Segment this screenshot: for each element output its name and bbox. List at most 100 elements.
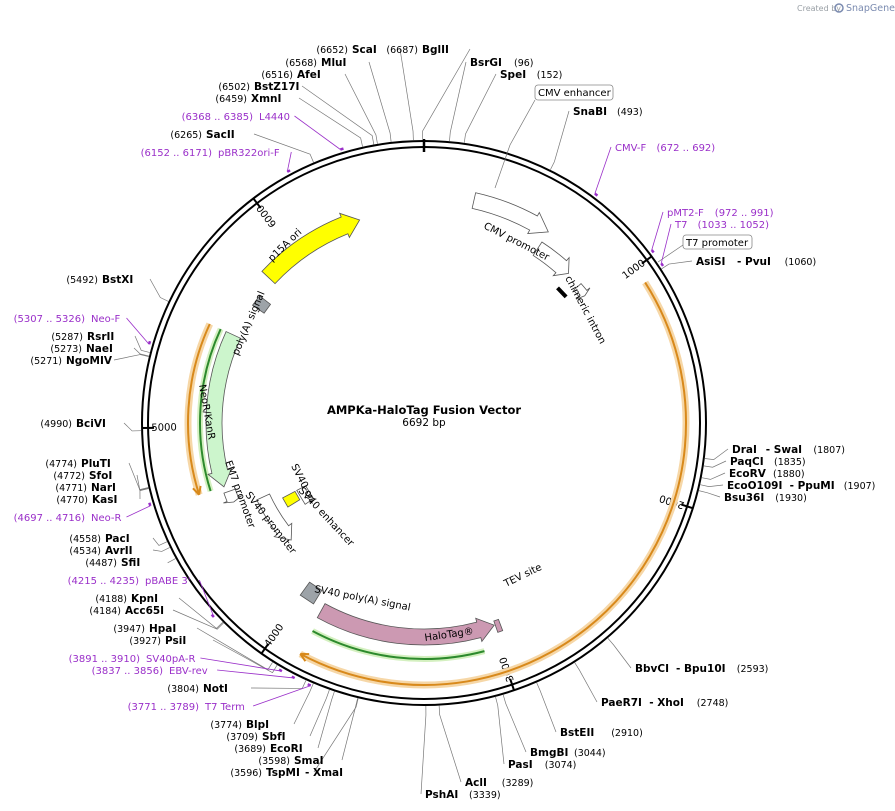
site-rsrii: RsrII(5287) bbox=[51, 331, 114, 343]
leader-line bbox=[502, 694, 527, 753]
enzyme-name: EcoRI bbox=[270, 743, 303, 755]
leader-line bbox=[341, 698, 359, 761]
polya-signal-label: poly(A) signal bbox=[231, 290, 268, 357]
enzyme-position: (6265) bbox=[170, 130, 202, 141]
enzyme-name: DraI bbox=[732, 444, 757, 456]
leader-line bbox=[399, 48, 414, 141]
site-tspmi: TspMI(3596)- XmaI bbox=[230, 767, 343, 779]
tick-label: 4000 bbox=[263, 622, 287, 649]
site-drai: DraI- SwaI(1807) bbox=[732, 444, 845, 456]
leader-line bbox=[212, 639, 278, 674]
leader-line bbox=[134, 335, 150, 353]
feature-layer bbox=[205, 192, 591, 646]
orf-main-arc bbox=[299, 281, 687, 686]
primer-leader bbox=[126, 317, 150, 345]
tick-mark bbox=[681, 503, 694, 510]
site-sfii: SfiI(4487) bbox=[85, 557, 140, 569]
map-size: 6692 bp bbox=[402, 417, 446, 429]
site-bstxi: BstXI(5492) bbox=[66, 274, 133, 286]
enzyme-name: RsrII bbox=[87, 331, 114, 343]
site-bglii: BglII (6687) bbox=[386, 44, 449, 56]
site-sbfi: SbfI(3709) bbox=[226, 731, 285, 743]
enzyme-name: MluI bbox=[321, 57, 346, 69]
primer-range: (3837 .. 3856) bbox=[92, 666, 164, 677]
leader-line bbox=[438, 705, 462, 783]
enzyme-position: (3709) bbox=[226, 732, 258, 743]
enzyme-name: Bsu36I bbox=[724, 492, 764, 504]
leader-line bbox=[152, 547, 170, 552]
enzyme-name: NgoMIV bbox=[66, 355, 113, 367]
enzyme-position: (4770) bbox=[56, 495, 88, 506]
enzyme-position: (3598) bbox=[258, 756, 290, 767]
site-smai: SmaI(3598) bbox=[258, 755, 323, 767]
primer-range: (4215 .. 4235) bbox=[68, 576, 140, 587]
chimeric-intron-bar bbox=[556, 286, 568, 299]
enzyme-position: (4487) bbox=[85, 558, 117, 569]
primer-name: pMT2-F bbox=[667, 208, 704, 219]
primer-l4440: L4440(6368 .. 6385) bbox=[182, 112, 344, 151]
enzyme-name: PshAI bbox=[425, 789, 458, 801]
site-paer7i: PaeR7I- XhoI(2748) bbox=[601, 697, 728, 709]
leader-line bbox=[574, 662, 598, 703]
primer-sv40pa-r: SV40pA-R (3891 .. 3910) bbox=[69, 654, 283, 673]
t7-promoter-arrow-shape bbox=[573, 283, 591, 300]
enzyme-isoschizomer: - PpuMI bbox=[790, 480, 835, 492]
sv40-enhancer-label: SV40 enhancer bbox=[296, 486, 357, 550]
enzyme-isoschizomer: - XmaI bbox=[305, 767, 343, 779]
site-kpni: KpnI(4188) bbox=[95, 593, 158, 605]
enzyme-position: (4990) bbox=[40, 419, 72, 430]
primer-name: SV40pA-R bbox=[146, 654, 195, 665]
primer-range: (5307 .. 5326) bbox=[14, 314, 86, 325]
enzyme-name: ScaI bbox=[352, 44, 377, 56]
enzyme-position: (6687) bbox=[386, 45, 418, 56]
primer-t7-term: T7 Term(3771 .. 3789) bbox=[128, 683, 312, 713]
enzyme-isoschizomer: - XhoI bbox=[649, 697, 684, 709]
enzyme-name: BmgBI bbox=[530, 747, 568, 759]
site-sacii: SacII(6265) bbox=[170, 129, 234, 141]
enzyme-name: PsiI bbox=[165, 635, 186, 647]
primer-range: (3891 .. 3910) bbox=[69, 654, 141, 665]
primer-range: (1033 .. 1052) bbox=[698, 220, 770, 231]
site-bsteii: BstEII(2910) bbox=[560, 727, 643, 739]
orf-neo-arc bbox=[187, 323, 211, 496]
leader-line bbox=[422, 48, 471, 141]
enzyme-name: SnaBI bbox=[573, 106, 607, 118]
tick-label: 6000 bbox=[255, 202, 279, 229]
leader-line bbox=[113, 354, 149, 361]
enzyme-name: BglII bbox=[422, 44, 449, 56]
leader-line bbox=[136, 474, 149, 491]
snapgene-logo-icon bbox=[834, 3, 844, 13]
enzyme-position: (2910) bbox=[611, 728, 643, 739]
site-avrii: AvrII(4534) bbox=[69, 545, 132, 557]
brand-text: SnapGene bbox=[846, 3, 895, 14]
primer-mark bbox=[148, 502, 152, 507]
site-acli: AclI(3289) bbox=[465, 777, 533, 789]
enzyme-isoschizomer: - Bpu10I bbox=[676, 663, 726, 675]
enzyme-position: (3774) bbox=[210, 720, 242, 731]
enzyme-position: (1835) bbox=[774, 457, 806, 468]
sv40-enhancer-box bbox=[296, 485, 314, 505]
leader-line bbox=[607, 637, 632, 669]
enzyme-position: (3689) bbox=[234, 744, 266, 755]
enzyme-position: (5492) bbox=[66, 275, 98, 286]
primer-range: (6152 .. 6171) bbox=[141, 148, 213, 159]
cmv-promoter-arrow bbox=[532, 241, 570, 277]
primer-name: T7 Term bbox=[204, 702, 245, 713]
enzyme-name: NarI bbox=[91, 482, 116, 494]
sv40-polya-box bbox=[299, 581, 323, 605]
site-pasi: PasI(3074) bbox=[508, 759, 576, 771]
leader-line bbox=[301, 85, 375, 145]
enzyme-position: (1807) bbox=[813, 445, 845, 456]
site-pshai: PshAI(3339) bbox=[425, 789, 501, 801]
site-scai: ScaI(6652) bbox=[316, 44, 376, 56]
primer-t7: T7(1033 .. 1052) bbox=[660, 220, 770, 267]
primer-mark bbox=[650, 249, 655, 254]
enzyme-position: (3074) bbox=[545, 760, 577, 771]
leader-line bbox=[298, 97, 363, 147]
site-acc65i: Acc65I(4184) bbox=[89, 605, 164, 617]
cmv-promoter-arrow-shape bbox=[532, 241, 570, 277]
primer-leader bbox=[126, 505, 151, 518]
site-ecoo109i: EcoO109I- PpuMI(1907) bbox=[727, 480, 875, 492]
cmv-enhancer-arrow-shape bbox=[471, 192, 549, 235]
